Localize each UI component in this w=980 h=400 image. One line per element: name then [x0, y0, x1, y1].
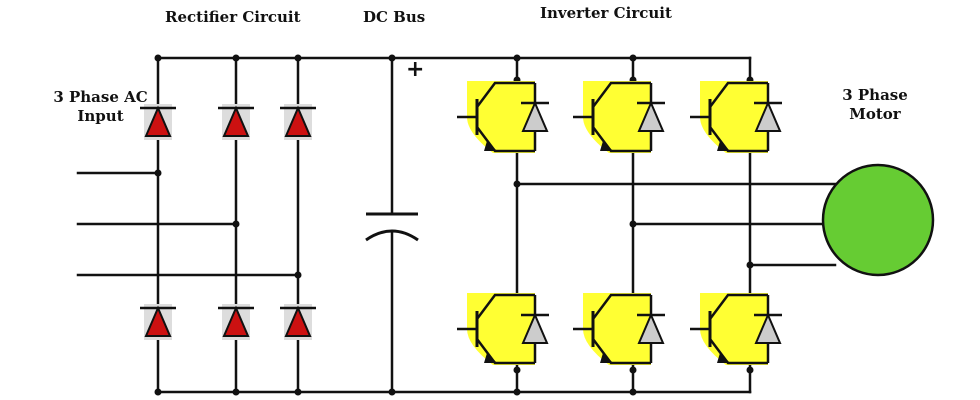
- igbt-switch-lower-2: [573, 293, 665, 365]
- igbt-switch-lower-1: [457, 293, 549, 365]
- ac-input-junction-3: [294, 271, 302, 279]
- capacitor-plate-curved: [365, 229, 419, 242]
- rectifier-top-junction-1: [154, 54, 162, 62]
- rectifier-top-junction-3: [294, 54, 302, 62]
- diode-triangle: [144, 105, 172, 137]
- capacitor-bottom-junction: [388, 388, 396, 396]
- dc-bus-label: DC Bus: [363, 8, 426, 26]
- rectifier-diode-upper-2: [218, 104, 254, 140]
- freewheel-diode-triangle: [637, 312, 665, 344]
- igbt-emitter-arrow: [600, 353, 613, 363]
- inverter-rail-junction-3: [513, 388, 521, 396]
- motor-circle: [821, 163, 935, 277]
- rectifier-bottom-junction-3: [294, 388, 302, 396]
- rectifier-diode-lower-1: [140, 304, 176, 340]
- diode-triangle: [144, 305, 172, 337]
- freewheel-diode-triangle: [637, 100, 665, 132]
- ac-input-label: 3 Phase AC Input: [38, 88, 163, 126]
- igbt-emitter-arrow: [717, 353, 730, 363]
- motor-label-line1: 3 Phase: [842, 86, 908, 104]
- igbt-switch-upper-1: [457, 81, 549, 153]
- rectifier-diode-lower-3: [280, 304, 316, 340]
- rectifier-bottom-junction-2: [232, 388, 240, 396]
- plus-terminal-label: +: [406, 57, 425, 82]
- motor-label: 3 Phase Motor: [825, 86, 925, 124]
- igbt-switch-lower-3: [690, 293, 782, 365]
- inverter-bottom-junction-1: [513, 366, 521, 374]
- rectifier-diode-upper-1: [140, 104, 176, 140]
- igbt-collector: [592, 293, 633, 320]
- freewheel-diode-triangle: [754, 100, 782, 132]
- freewheel-diode-triangle: [754, 312, 782, 344]
- ac-input-junction-2: [232, 220, 240, 228]
- inverter-rail-junction-2: [629, 54, 637, 62]
- ac-input-junction-1: [154, 169, 162, 177]
- freewheel-diode-triangle: [521, 100, 549, 132]
- igbt-emitter-arrow: [484, 353, 497, 363]
- rectifier-bottom-junction-1: [154, 388, 162, 396]
- igbt-switch-upper-3: [690, 81, 782, 153]
- diode-triangle: [284, 105, 312, 137]
- igbt-emitter-arrow: [484, 141, 497, 151]
- rectifier-diode-upper-3: [280, 104, 316, 140]
- rectifier-top-junction-2: [232, 54, 240, 62]
- inverter-bottom-junction-3: [746, 366, 754, 374]
- rectifier-circuit-label: Rectifier Circuit: [165, 8, 301, 26]
- igbt-collector: [709, 81, 750, 108]
- igbt-emitter-arrow: [717, 141, 730, 151]
- igbt-switch-upper-2: [573, 81, 665, 153]
- diode-triangle: [222, 305, 250, 337]
- components: [140, 81, 935, 365]
- rectifier-diode-lower-2: [218, 304, 254, 340]
- diode-triangle: [222, 105, 250, 137]
- inverter-rail-junction-1: [513, 54, 521, 62]
- igbt-collector: [476, 293, 517, 320]
- ac-input-label-line2: Input: [77, 107, 124, 125]
- capacitor-top-junction: [388, 54, 396, 62]
- freewheel-diode-triangle: [521, 312, 549, 344]
- inverter-circuit-label: Inverter Circuit: [540, 4, 672, 22]
- igbt-collector: [592, 81, 633, 108]
- diode-triangle: [284, 305, 312, 337]
- igbt-emitter-arrow: [600, 141, 613, 151]
- inverter-rail-junction-4: [629, 388, 637, 396]
- igbt-collector: [709, 293, 750, 320]
- motor-label-line2: Motor: [849, 105, 901, 123]
- ac-input-label-line1: 3 Phase AC: [53, 88, 148, 106]
- inverter-bottom-junction-2: [629, 366, 637, 374]
- igbt-collector: [476, 81, 517, 108]
